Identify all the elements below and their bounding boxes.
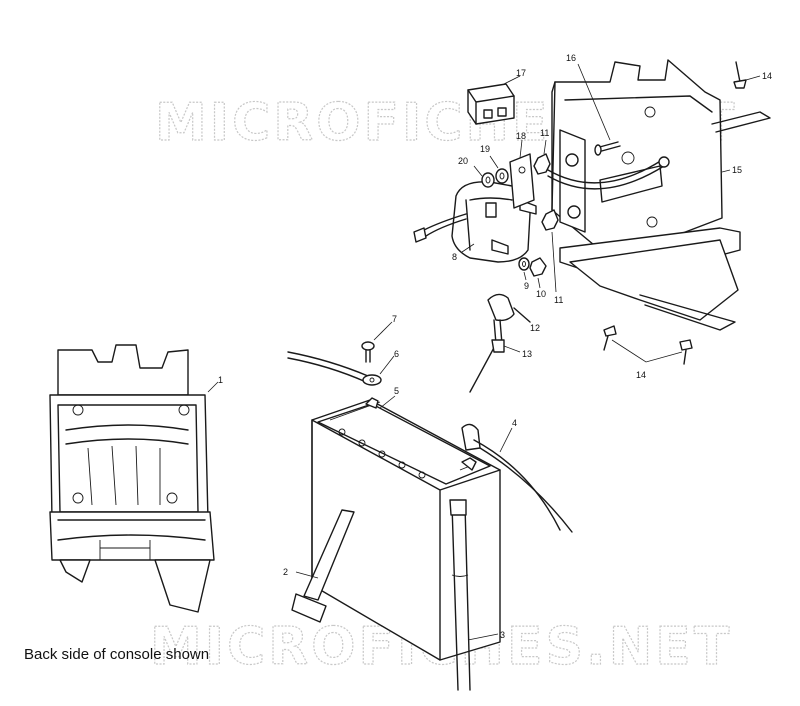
plate-part-18	[509, 139, 535, 209]
callout-20: 20	[458, 156, 468, 166]
screw-part-7	[361, 321, 393, 363]
nut-part-10	[529, 257, 547, 289]
washer-part-9	[518, 257, 530, 281]
callout-3: 3	[500, 630, 505, 640]
lead-part-13	[469, 319, 521, 393]
bracket-part-15	[551, 59, 771, 331]
callout-14-bottom: 14	[636, 370, 646, 380]
nut-part-11-top	[533, 139, 670, 190]
cable-part-3	[449, 499, 499, 691]
battery-part	[311, 395, 501, 661]
solenoid-part-8	[413, 181, 537, 263]
callout-11-bottom: 11	[554, 295, 563, 305]
callout-1: 1	[218, 375, 223, 385]
callout-17: 17	[516, 68, 526, 78]
console-part	[49, 344, 219, 613]
callout-6: 6	[394, 349, 399, 359]
washer-part-20	[473, 165, 495, 188]
callout-16: 16	[566, 53, 576, 63]
callout-12: 12	[530, 323, 540, 333]
callout-labels: 1 2 3 4 5 6 7 8 9 10 11 11 12 13 14 14 1…	[218, 53, 772, 640]
screw-part-16	[577, 63, 621, 156]
boot-part-12	[487, 293, 531, 323]
rivet-part-14-bottom	[603, 325, 693, 365]
callout-15: 15	[732, 165, 742, 175]
lead-part-6	[287, 351, 395, 386]
callout-13: 13	[522, 349, 532, 359]
nut-part-11-mid	[541, 209, 559, 293]
callout-18: 18	[516, 131, 526, 141]
breaker-part-17	[467, 75, 521, 125]
callout-2: 2	[283, 567, 288, 577]
callout-4: 4	[512, 418, 517, 428]
diagram-caption: Back side of console shown	[24, 646, 210, 663]
callout-5: 5	[394, 386, 399, 396]
callout-14-top: 14	[762, 71, 772, 81]
callout-7: 7	[392, 314, 397, 324]
cable-part-2	[291, 509, 355, 623]
callout-9: 9	[524, 281, 529, 291]
washer-part-19	[489, 155, 509, 184]
callout-8: 8	[452, 252, 457, 262]
rivet-part-14-top	[733, 61, 761, 89]
callout-10: 10	[536, 289, 546, 299]
callout-19: 19	[480, 144, 490, 154]
callout-11-top: 11	[540, 128, 549, 138]
cable-part-4	[461, 423, 573, 533]
